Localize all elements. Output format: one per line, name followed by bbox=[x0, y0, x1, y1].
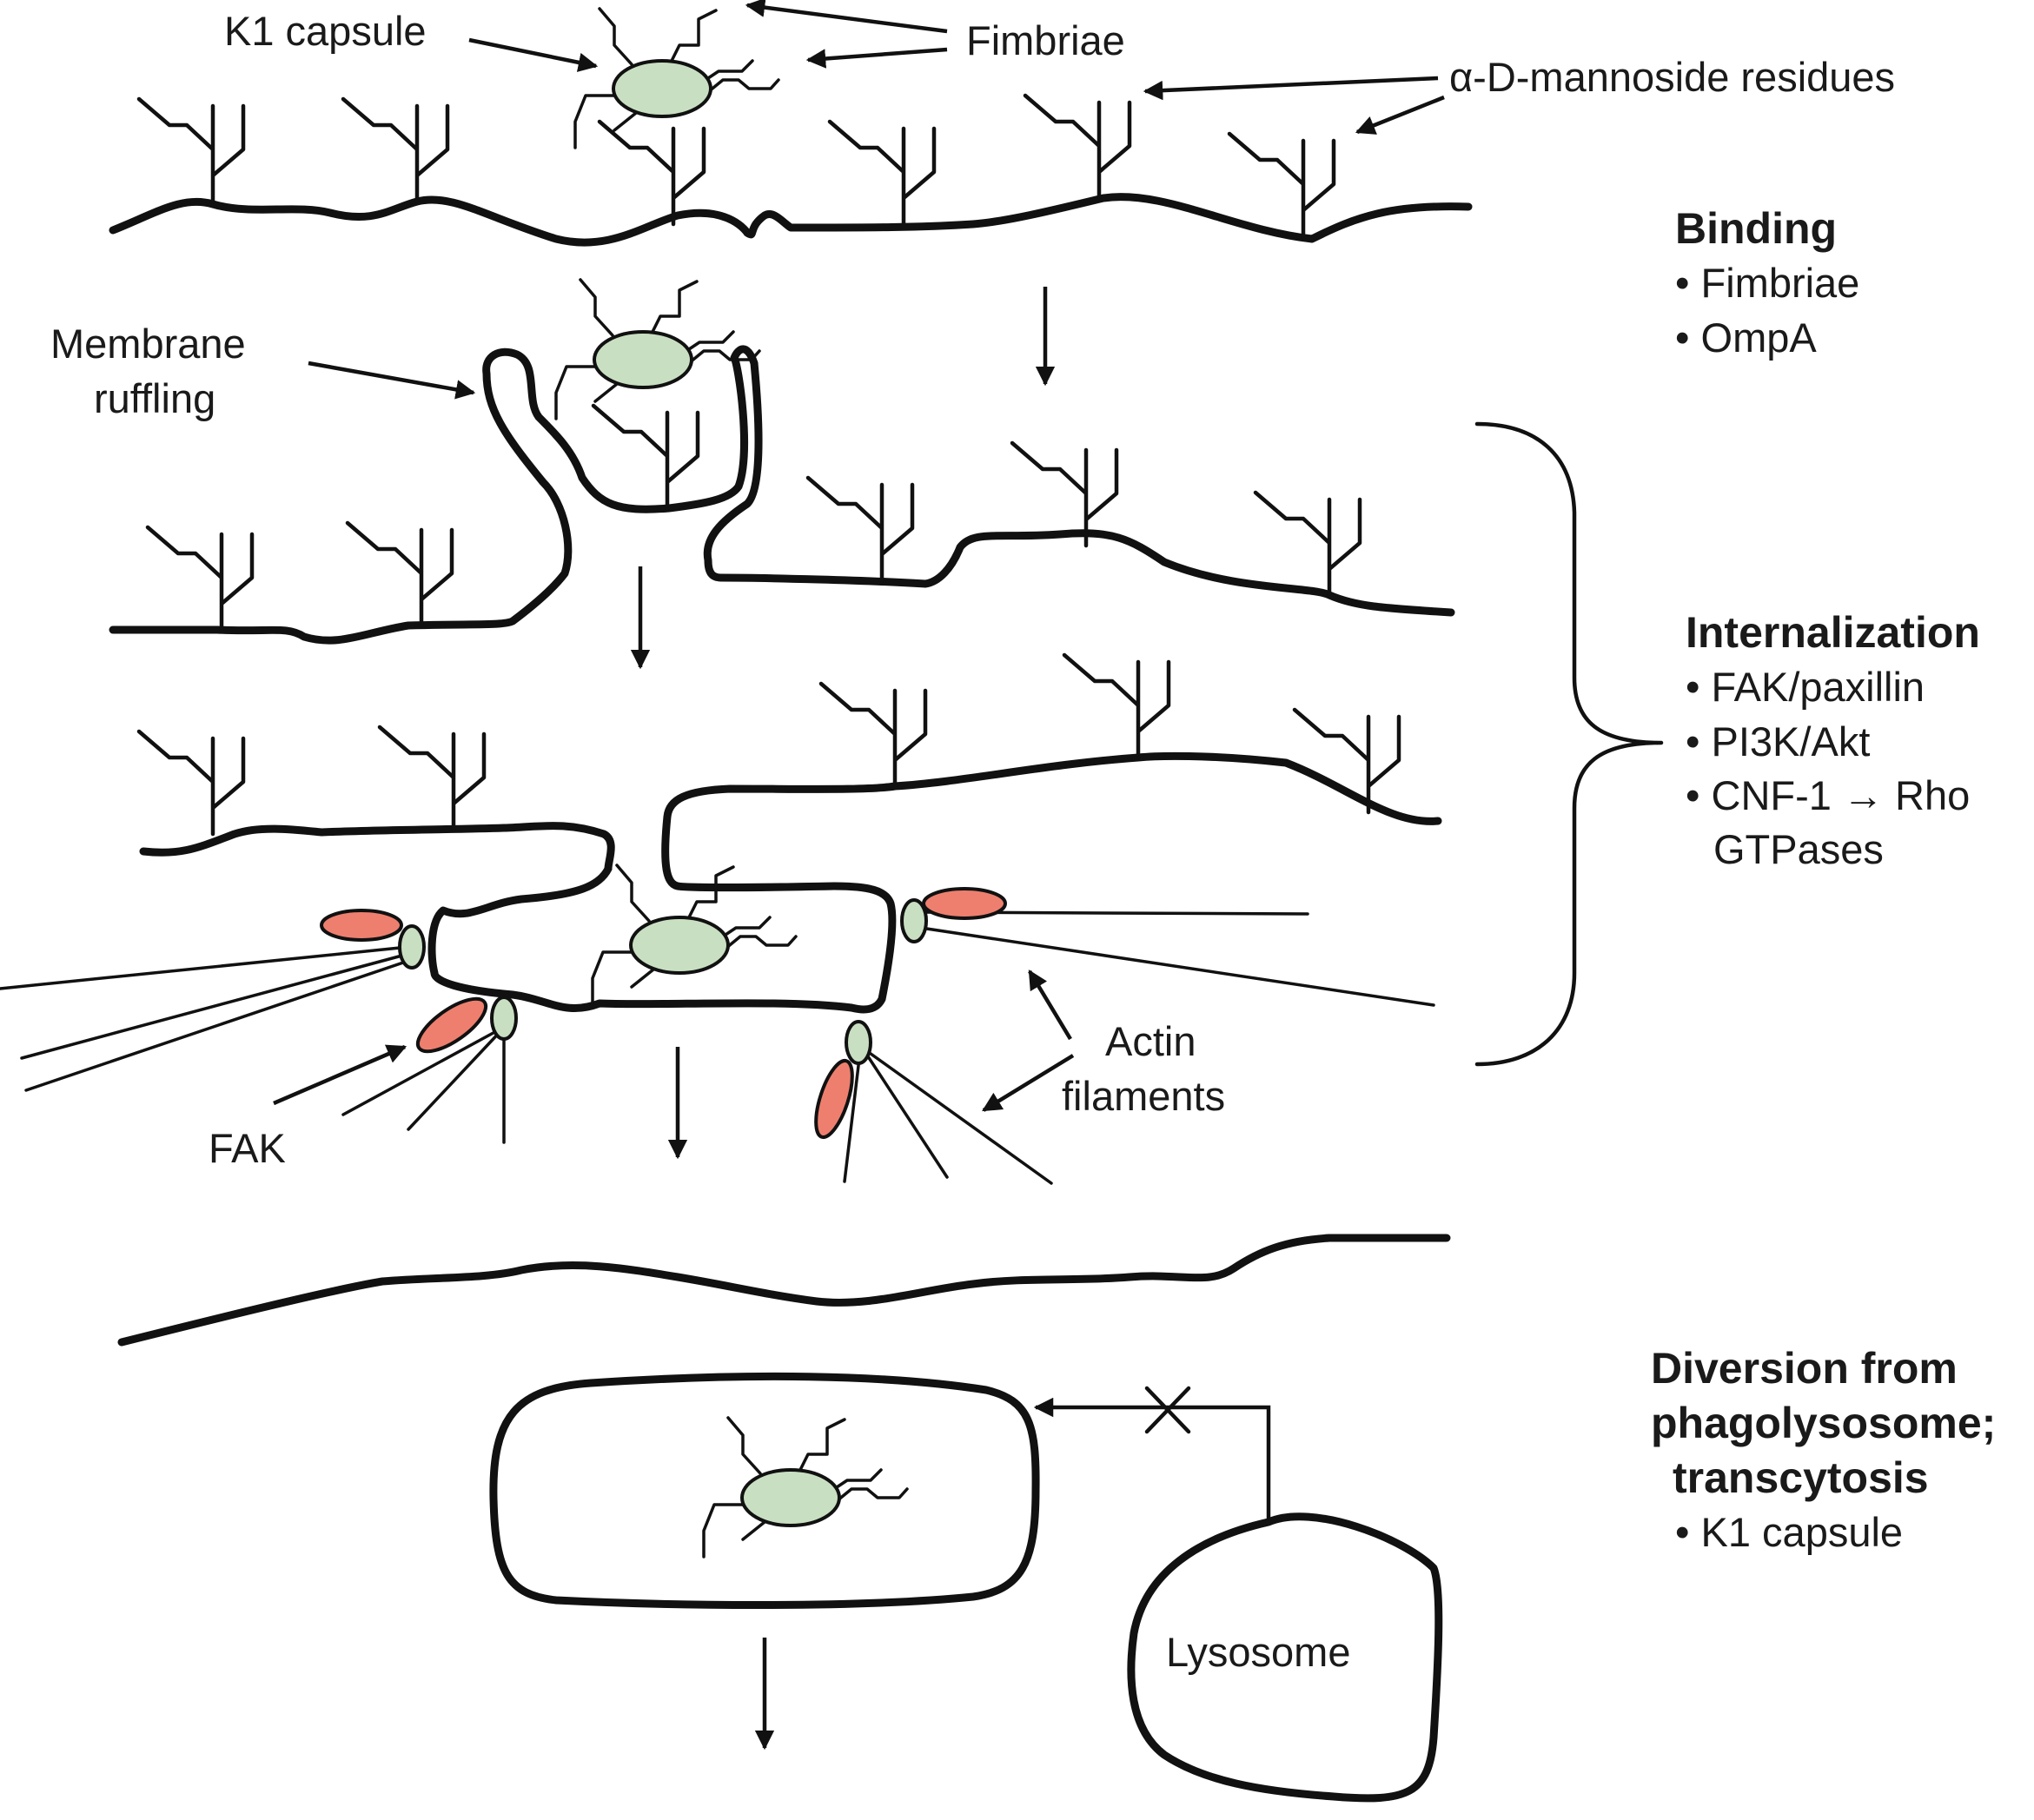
diversion-title-3: transcytosis bbox=[1673, 1453, 1929, 1502]
receptor-node bbox=[900, 898, 928, 943]
bacterium-vacuole bbox=[702, 1416, 909, 1559]
mannoside-arrow-1 bbox=[1143, 76, 1439, 101]
lysosome-label: Lysosome bbox=[1166, 1629, 1350, 1675]
internalization-title: Internalization bbox=[1686, 608, 1980, 657]
receptor-node bbox=[398, 924, 426, 970]
fimbriae-arrow-lower bbox=[805, 47, 948, 69]
binding-membrane bbox=[109, 193, 1473, 247]
fak-proteins bbox=[320, 887, 1007, 1140]
fak-protein bbox=[415, 996, 488, 1054]
binding-item-fimbriae: • Fimbriae bbox=[1675, 260, 1859, 306]
ruffling-membrane bbox=[109, 345, 1455, 645]
binding-membrane-group bbox=[109, 7, 1473, 247]
lysosome-membrane bbox=[1127, 1512, 1443, 1803]
actin-label-2: filaments bbox=[1062, 1073, 1225, 1119]
binding-title: Binding bbox=[1675, 204, 1837, 253]
membrane-ruffling-arrow bbox=[308, 361, 476, 400]
diversion-item-k1: • K1 capsule bbox=[1675, 1509, 1903, 1555]
membrane-ruffling-label-1: Membrane bbox=[50, 321, 246, 367]
binding-item-ompa: • OmpA bbox=[1675, 314, 1817, 361]
fimbriae-arrow-upper bbox=[745, 0, 948, 34]
internalization-stage-text: Internalization • FAK/paxillin • PI3K/Ak… bbox=[1686, 608, 1980, 872]
membrane-ruffling-label-2: ruffling bbox=[94, 375, 215, 421]
fak-protein bbox=[922, 887, 1007, 920]
basal-membrane bbox=[117, 1234, 1451, 1347]
transcytosis-vacuole bbox=[489, 1372, 1040, 1609]
diversion-title-1: Diversion from bbox=[1651, 1344, 1958, 1393]
mannoside-label: α-D-mannoside residues bbox=[1449, 54, 1895, 100]
fimbriae-label: Fimbriae bbox=[966, 17, 1125, 63]
internalization-bracket bbox=[1474, 421, 1664, 1067]
actin-label-1: Actin bbox=[1105, 1018, 1196, 1064]
k1-capsule-arrow bbox=[468, 37, 599, 72]
internalization-item-pi3k: • PI3K/Akt bbox=[1686, 718, 1870, 764]
internalization-item-cnf1: • CNF-1 → Rho bbox=[1686, 772, 1970, 818]
diversion-title-2: phagolysosome; bbox=[1651, 1399, 1996, 1447]
internalization-membrane-upper bbox=[139, 822, 615, 873]
fak-label: FAK bbox=[209, 1125, 286, 1171]
blocked-fusion-path bbox=[1033, 1397, 1271, 1522]
fak-protein bbox=[320, 909, 403, 942]
fak-arrow bbox=[273, 1044, 407, 1106]
internalization-item-fak: • FAK/paxillin bbox=[1686, 664, 1925, 710]
receptor-node bbox=[845, 1020, 872, 1065]
k1-capsule-label: K1 capsule bbox=[224, 8, 427, 54]
internalization-item-gtpases: GTPases bbox=[1713, 826, 1884, 872]
ruffling-membrane-group bbox=[109, 278, 1455, 645]
actin-arrow-1 bbox=[1028, 970, 1072, 1041]
blocked-fusion-x bbox=[1144, 1386, 1191, 1434]
internalization-vacuole bbox=[427, 751, 1442, 1014]
internalization-membrane-group bbox=[139, 655, 1442, 1014]
actin-arrow-2 bbox=[982, 1054, 1075, 1112]
receptor-node bbox=[490, 996, 518, 1041]
mannoside-arrow-2 bbox=[1355, 95, 1445, 135]
bacterium-ruffling bbox=[554, 278, 761, 420]
diversion-stage-text: Diversion from phagolysosome; transcytos… bbox=[1651, 1344, 1996, 1555]
binding-stage-text: Binding • Fimbriae • OmpA bbox=[1675, 204, 1859, 361]
fak-protein bbox=[814, 1058, 854, 1140]
